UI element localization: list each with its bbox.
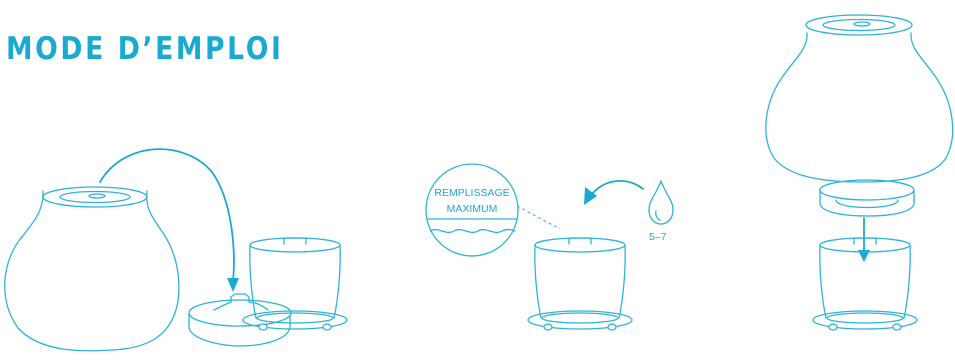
max-fill-label-line1: REMPLISSAGE <box>434 187 509 199</box>
max-fill-label-line2: MAXIMUM <box>447 203 498 215</box>
step-3-reassemble <box>765 14 954 331</box>
oil-drop-icon <box>648 180 674 225</box>
diffuser-base-step1 <box>242 237 348 331</box>
max-fill-zoom-circle: REMPLISSAGE MAXIMUM <box>425 163 561 257</box>
step-1-remove-cover <box>4 148 348 352</box>
straight-arrow-step3 <box>858 217 870 262</box>
diffuser-base-step2 <box>527 237 633 331</box>
step-2-fill: REMPLISSAGE MAXIMUM 5–7 <box>425 163 674 331</box>
top-cover-step3 <box>819 179 915 217</box>
drops-count-label: 5–7 <box>649 231 667 243</box>
diffuser-base-step3 <box>812 237 918 331</box>
curved-arrow-step1 <box>99 148 239 292</box>
curved-arrow-step2 <box>584 180 644 205</box>
glass-dome-step1 <box>4 186 180 352</box>
glass-dome-step3 <box>765 14 954 183</box>
max-fill-pointer-line <box>516 205 561 230</box>
top-cover-piece <box>188 293 292 347</box>
page-title: MODE D’EMPLOI <box>6 31 284 67</box>
